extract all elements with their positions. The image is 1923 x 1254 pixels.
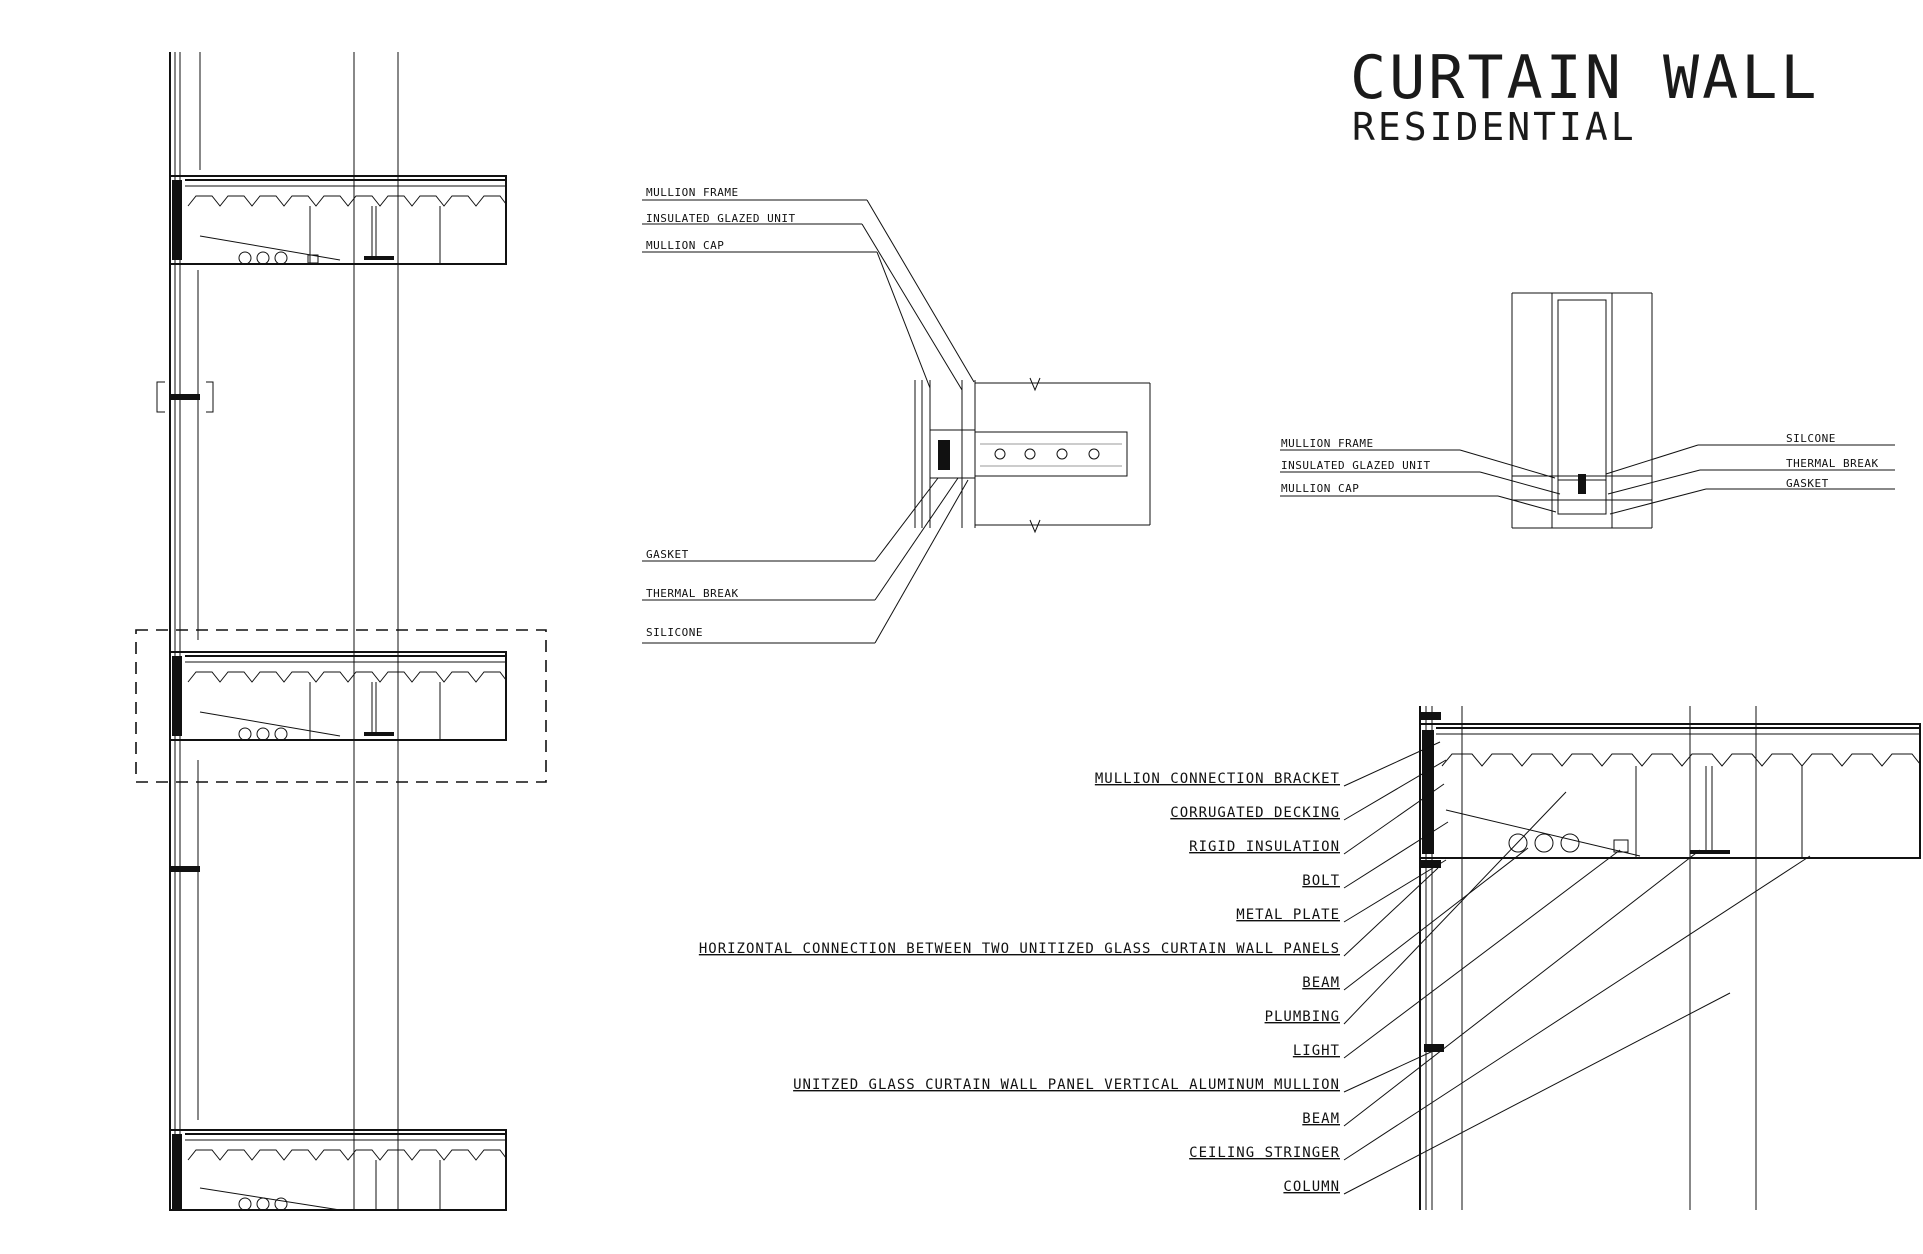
plan-label-0: MULLION FRAME	[646, 186, 739, 199]
section-label-10: BEAM	[1302, 1111, 1340, 1127]
section-label-12: COLUMN	[1283, 1179, 1340, 1195]
wall-section-elevation	[135, 52, 547, 1211]
elev-label-3: SILCONE	[1786, 432, 1836, 445]
floor-slab-1	[169, 175, 507, 265]
elev-label-5: GASKET	[1786, 477, 1829, 490]
section-label-1: CORRUGATED DECKING	[1170, 805, 1340, 821]
section-label-0: MULLION CONNECTION BRACKET	[1095, 771, 1340, 787]
elev-label-1: INSULATED GLAZED UNIT	[1281, 459, 1431, 472]
section-label-2: RIGID INSULATION	[1189, 839, 1340, 855]
elev-label-4: THERMAL BREAK	[1786, 457, 1879, 470]
callout-dashed-box	[135, 629, 547, 783]
section-labels: MULLION CONNECTION BRACKET CORRUGATED DE…	[699, 771, 1340, 1195]
title-block: CURTAIN WALL RESIDENTIAL	[1350, 43, 1819, 149]
elev-label-0: MULLION FRAME	[1281, 437, 1374, 450]
section-label-4: METAL PLATE	[1236, 907, 1340, 923]
plan-label-5: SILICONE	[646, 626, 703, 639]
floor-slab-2	[169, 651, 507, 741]
elev-label-2: MULLION CAP	[1281, 482, 1359, 495]
plan-label-1: INSULATED GLAZED UNIT	[646, 212, 796, 225]
title-sub: RESIDENTIAL	[1352, 105, 1637, 149]
section-label-7: PLUMBING	[1265, 1009, 1340, 1025]
mullion-plan-detail: MULLION FRAME INSULATED GLAZED UNIT MULL…	[642, 186, 1151, 644]
plan-label-2: MULLION CAP	[646, 239, 724, 252]
connection-section-detail: MULLION CONNECTION BRACKET CORRUGATED DE…	[699, 706, 1921, 1210]
title-main: CURTAIN WALL	[1350, 43, 1819, 113]
floor-slab-3	[169, 1129, 507, 1211]
section-label-11: CEILING STRINGER	[1189, 1145, 1340, 1161]
section-label-3: BOLT	[1302, 873, 1340, 889]
section-label-5: HORIZONTAL CONNECTION BETWEEN TWO UNITIZ…	[699, 941, 1340, 957]
mullion-elevation-detail: MULLION FRAME INSULATED GLAZED UNIT MULL…	[1280, 292, 1895, 529]
section-label-9: UNITZED GLASS CURTAIN WALL PANEL VERTICA…	[793, 1077, 1340, 1093]
section-label-6: BEAM	[1302, 975, 1340, 991]
section-leaders	[1343, 741, 1811, 1195]
plan-label-4: THERMAL BREAK	[646, 587, 739, 600]
plan-label-3: GASKET	[646, 548, 689, 561]
section-label-8: LIGHT	[1293, 1043, 1340, 1059]
